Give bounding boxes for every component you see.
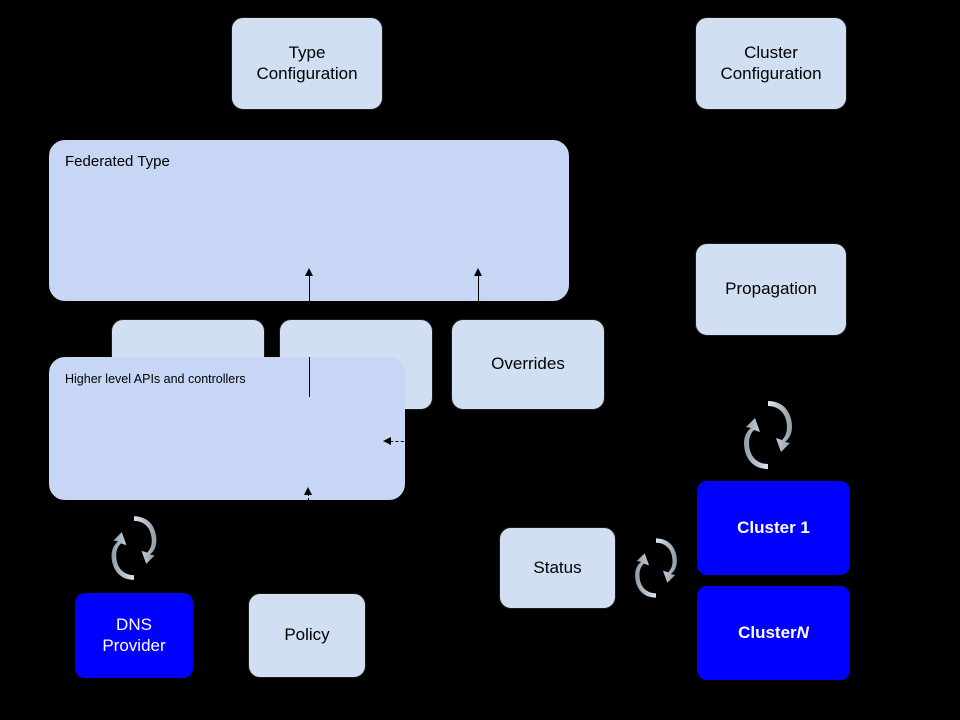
node-dns-provider[interactable]: DNS Provider <box>75 593 193 678</box>
node-cluster-n[interactable]: Cluster N <box>697 586 850 680</box>
connector-external-to-scheduling <box>390 441 420 442</box>
sync-icon-status <box>635 538 677 598</box>
connector-scheduling-to-placement-lower <box>309 357 310 397</box>
node-type-configuration[interactable]: Type Configuration <box>231 17 383 110</box>
node-cluster-configuration[interactable]: Cluster Configuration <box>695 17 847 110</box>
node-status[interactable]: Status <box>499 527 616 609</box>
connector-overrides-inbound <box>478 276 479 301</box>
arrowhead-overrides <box>474 268 482 276</box>
node-status-label: Status <box>533 557 582 577</box>
group-controllers-label: Higher level APIs and controllers <box>65 372 246 386</box>
node-dns-provider-label: DNS Provider <box>102 614 166 655</box>
node-overrides[interactable]: Overrides <box>451 319 605 410</box>
sync-icon-clusters <box>744 401 792 469</box>
node-cluster-1[interactable]: Cluster 1 <box>697 481 850 575</box>
node-propagation[interactable]: Propagation <box>695 243 847 336</box>
arrowhead-placement <box>305 268 313 276</box>
node-propagation-label: Propagation <box>725 279 817 299</box>
node-overrides-label: Overrides <box>491 354 565 374</box>
arrowhead-scheduling-bottom <box>304 487 312 495</box>
connector-scheduling-to-placement-upper <box>309 276 310 301</box>
node-policy-label: Policy <box>284 625 330 645</box>
connector-policy-to-scheduling <box>308 493 309 601</box>
node-policy[interactable]: Policy <box>248 593 366 678</box>
node-cluster-n-prefix: Cluster <box>738 622 797 642</box>
arrowhead-scheduling-right <box>383 437 391 445</box>
node-cluster-configuration-label: Cluster Configuration <box>720 42 822 83</box>
group-controllers: Higher level APIs and controllers DNS Sc… <box>49 357 405 500</box>
node-cluster-n-suffix: N <box>796 622 809 642</box>
node-cluster-1-label: Cluster 1 <box>737 517 810 537</box>
node-type-configuration-label: Type Configuration <box>256 42 358 83</box>
group-federated-type-label: Federated Type <box>65 153 170 170</box>
sync-icon-dns <box>111 516 157 580</box>
